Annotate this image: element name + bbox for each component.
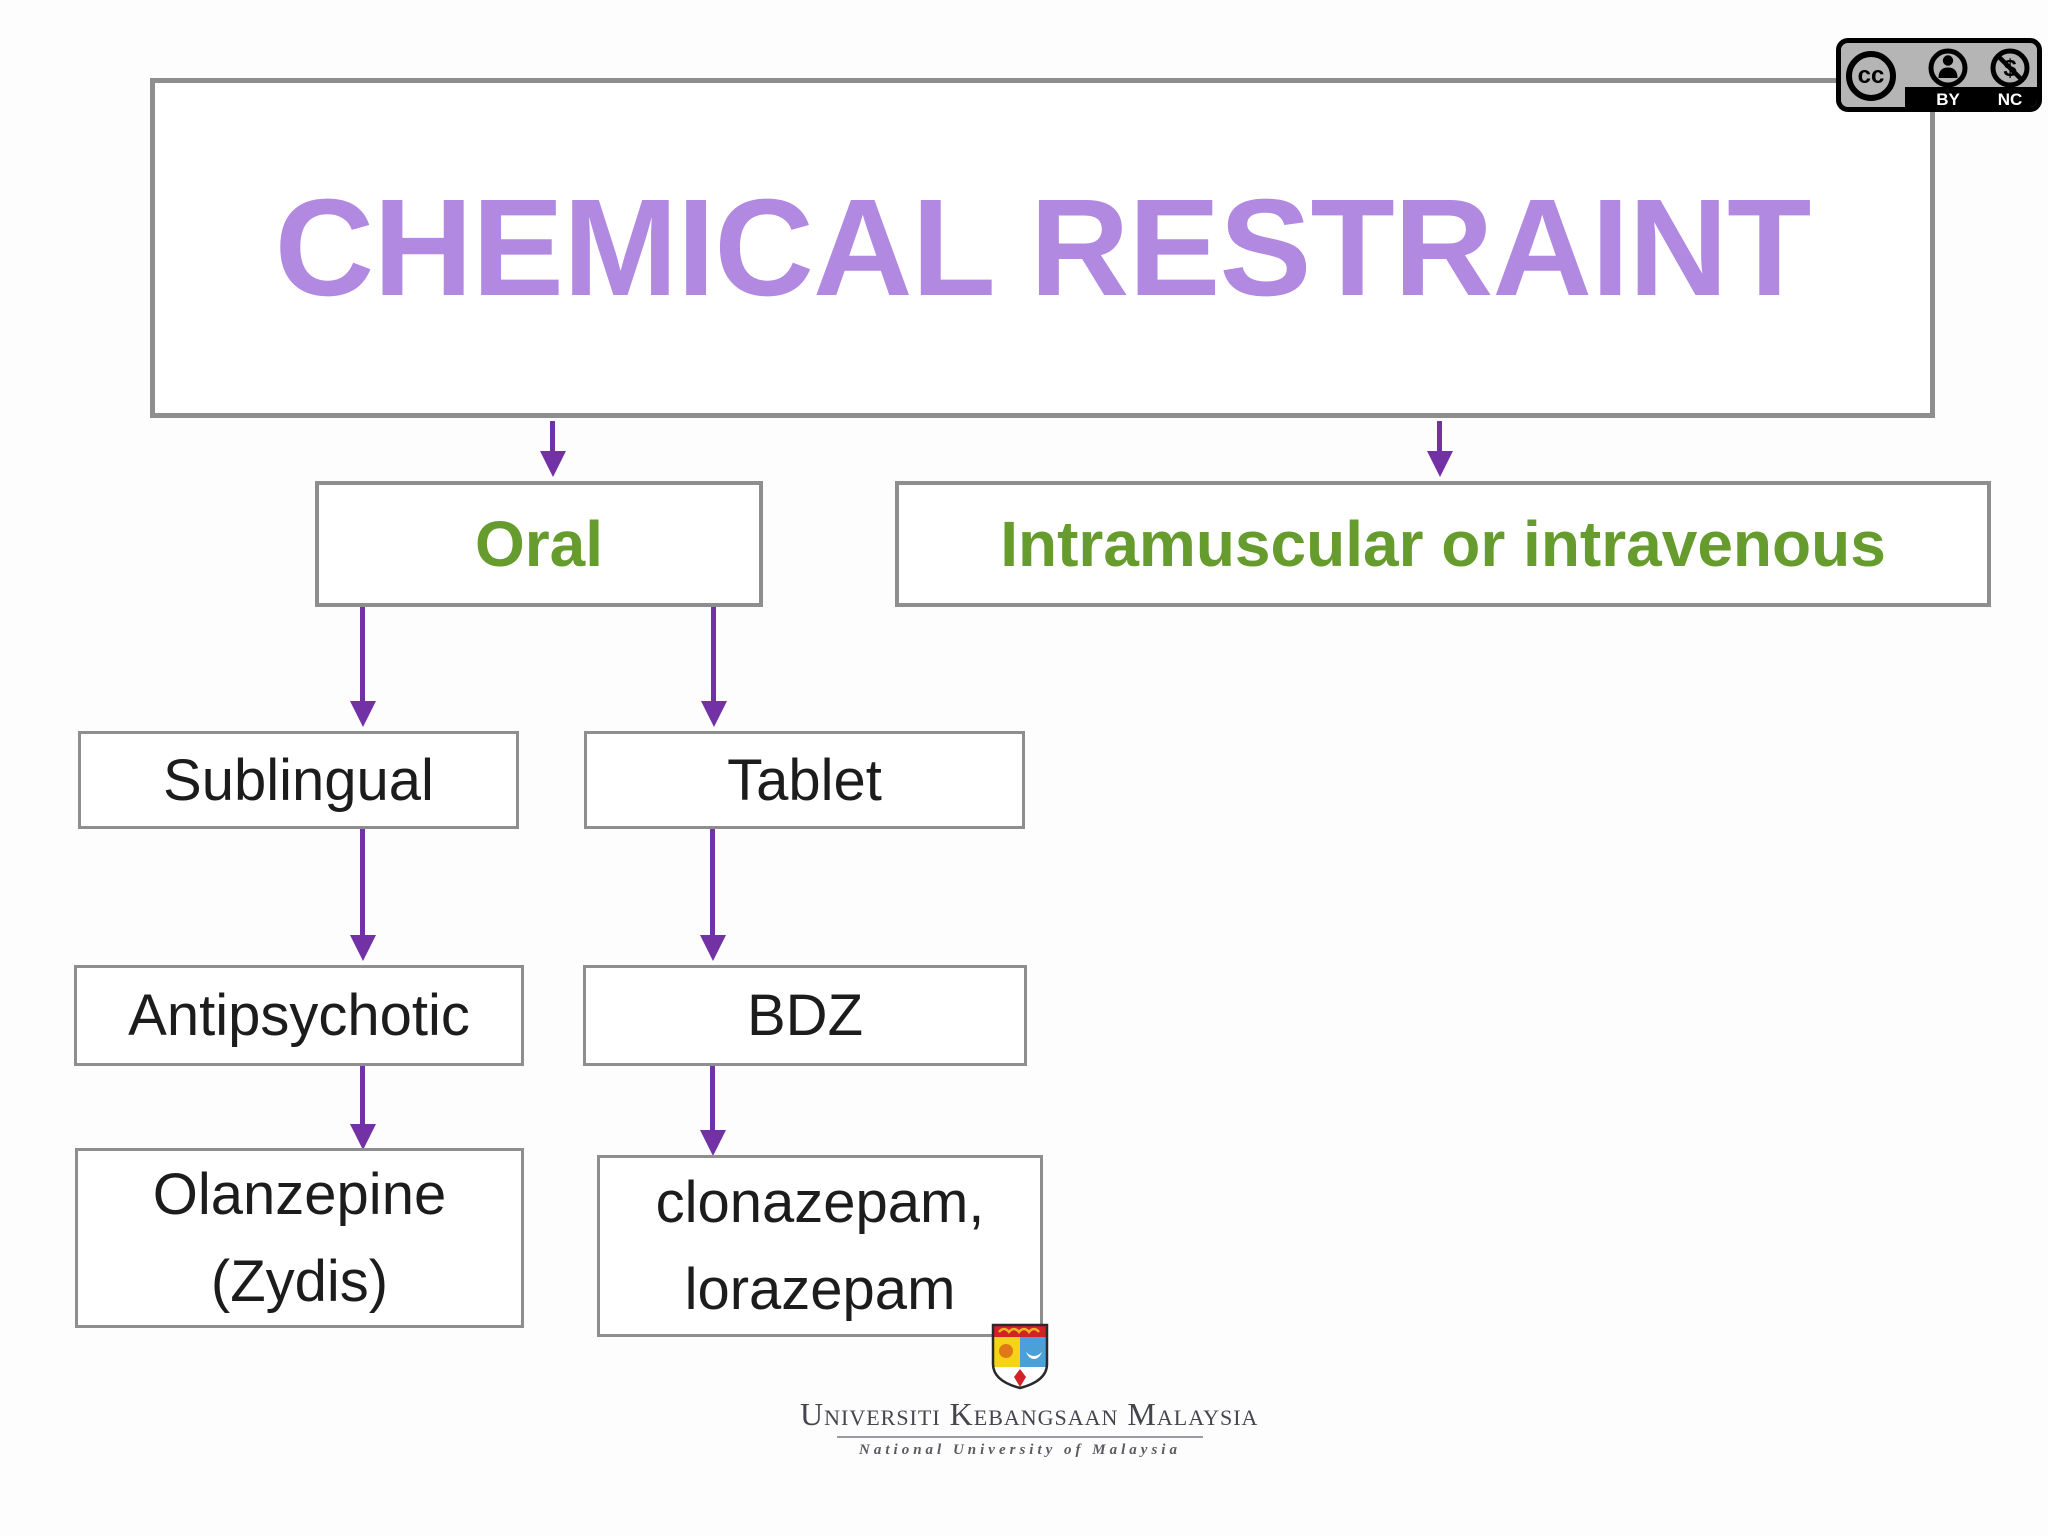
page-title: CHEMICAL RESTRAINT (274, 170, 1812, 325)
logo-divider (837, 1436, 1203, 1438)
cc-badge-black-strip (1905, 87, 2037, 107)
cc-icon-letters: cc (1857, 62, 1885, 89)
by-person-icon (1928, 48, 1968, 88)
node-sublingual: Sublingual (78, 731, 519, 829)
arrow-sublingual-to-antipsychotic (360, 829, 365, 935)
nc-label: NC (1997, 90, 2023, 109)
arrow-title-to-oral (550, 421, 555, 451)
node-olanzepine-line1: Olanzepine (152, 1162, 447, 1227)
node-olanzepine: Olanzepine (Zydis) (75, 1148, 524, 1328)
node-bdz: BDZ (583, 965, 1027, 1066)
university-crest-icon (991, 1323, 1049, 1390)
node-clonazepam-line1: clonazepam, (655, 1170, 985, 1235)
university-name: Universiti Kebangsaan Malaysia (800, 1396, 1259, 1432)
arrow-bdz-to-clonazepam (710, 1066, 715, 1130)
node-olanzepine-line2: (Zydis) (210, 1249, 389, 1314)
node-clonazepam: clonazepam, lorazepam (597, 1155, 1043, 1337)
node-oral: Oral (315, 481, 763, 607)
node-intramuscular-label: Intramuscular or intravenous (1000, 508, 1886, 580)
nc-dollar-icon: $ (1990, 48, 2030, 88)
node-bdz-label: BDZ (747, 983, 863, 1048)
arrow-oral-to-sublingual (360, 607, 365, 701)
node-oral-label: Oral (474, 508, 604, 580)
cc-icon: cc (1846, 51, 1896, 101)
by-label: BY (1936, 90, 1960, 109)
title-box: CHEMICAL RESTRAINT (150, 78, 1935, 418)
node-sublingual-label: Sublingual (163, 747, 434, 813)
node-tablet-label: Tablet (727, 747, 882, 813)
arrow-oral-to-tablet (711, 607, 716, 701)
node-antipsychotic: Antipsychotic (74, 965, 524, 1066)
node-antipsychotic-label: Antipsychotic (128, 983, 470, 1048)
node-olanzepine-label: Olanzepine (Zydis) (153, 1151, 446, 1325)
cc-license-badge: cc BY $ NC (1836, 38, 2042, 112)
arrow-tablet-to-bdz (710, 829, 715, 935)
node-clonazepam-label: clonazepam, lorazepam (656, 1159, 985, 1333)
university-logo: Universiti Kebangsaan Malaysia National … (800, 1322, 1259, 1459)
arrow-antipsychotic-to-olanzepine (360, 1066, 365, 1124)
university-subtitle: National University of Malaysia (859, 1442, 1181, 1458)
node-intramuscular: Intramuscular or intravenous (895, 481, 1991, 607)
node-tablet: Tablet (584, 731, 1025, 829)
arrow-title-to-intramuscular (1437, 421, 1442, 451)
node-clonazepam-line2: lorazepam (684, 1257, 956, 1322)
